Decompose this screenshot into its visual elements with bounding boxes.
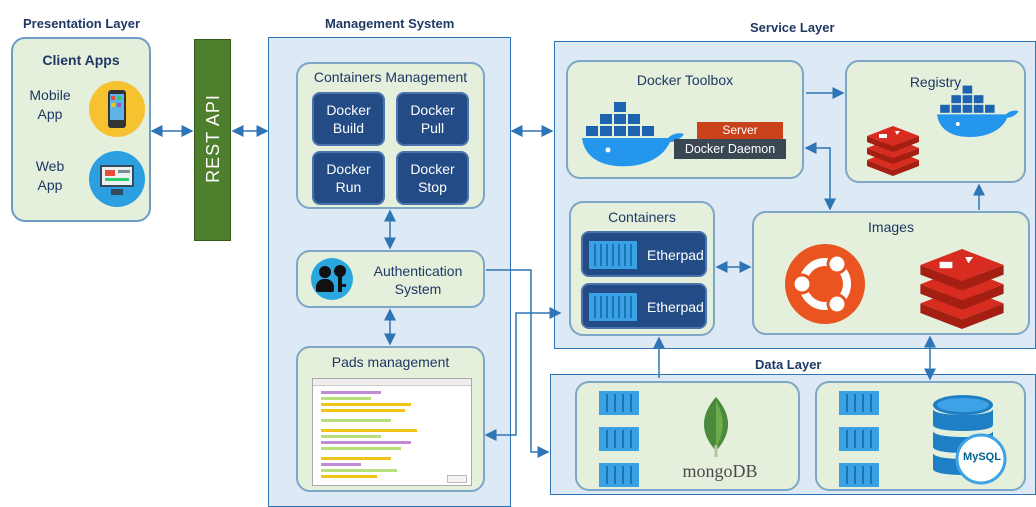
containers-management-box: Containers Management Docker Build Docke… — [296, 62, 485, 209]
docker-toolbox-box: Docker Toolbox Server Docker Daemon — [566, 60, 804, 179]
container-stack-icon — [599, 391, 639, 487]
authentication-system-box: Authentication System — [296, 250, 485, 308]
registry-box: Registry — [845, 60, 1026, 183]
containers-title: Containers — [608, 209, 676, 225]
docker-toolbox-title: Docker Toolbox — [636, 72, 734, 88]
ubuntu-icon — [785, 244, 865, 324]
mongodb-leaf-icon — [703, 397, 729, 457]
docker-stop-button[interactable]: Docker Stop — [396, 151, 469, 205]
etherpad-editor-thumbnail — [312, 378, 472, 486]
images-box: Images — [752, 211, 1030, 335]
rest-api-bar: REST API — [194, 39, 231, 241]
data-layer-title: Data Layer — [755, 357, 822, 372]
etherpad-label: Etherpad — [647, 299, 704, 315]
authentication-label: Authentication System — [373, 263, 463, 297]
service-layer-title: Service Layer — [750, 20, 835, 35]
registry-title: Registry — [909, 74, 962, 90]
images-title: Images — [868, 219, 914, 235]
docker-whale-icon — [937, 85, 1019, 138]
docker-build-button[interactable]: Docker Build — [312, 92, 385, 146]
presentation-layer-title: Presentation Layer — [23, 16, 141, 31]
connector-arrows — [150, 87, 985, 458]
redis-icon — [867, 126, 919, 176]
containers-management-title: Containers Management — [313, 69, 468, 85]
user-key-icon — [311, 258, 353, 300]
container-icon — [589, 241, 637, 269]
containers-box: Containers Etherpad Etherpad — [569, 201, 715, 336]
redis-icon — [920, 249, 1004, 329]
mobile-app-icon — [89, 81, 145, 137]
management-layer-title: Management System — [325, 16, 455, 31]
client-apps-box: Client Apps Mobile App Web App — [11, 37, 151, 222]
docker-pull-button[interactable]: Docker Pull — [396, 92, 469, 146]
mongodb-box: mongoDB — [575, 381, 800, 491]
docker-whale-icon — [582, 102, 684, 167]
etherpad-container-2[interactable]: Etherpad — [581, 283, 707, 329]
mongodb-label: mongoDB — [682, 461, 758, 481]
etherpad-label: Etherpad — [647, 247, 704, 263]
container-icon — [589, 293, 637, 321]
client-apps-title: Client Apps — [42, 52, 120, 68]
mobile-app-label: Mobile App — [29, 87, 71, 122]
container-stack-icon — [839, 391, 879, 487]
mysql-label: MySQL — [963, 451, 1001, 463]
web-app-label: Web App — [35, 158, 65, 193]
mysql-box: MySQL — [815, 381, 1026, 491]
database-icon — [933, 395, 1007, 485]
pads-management-title: Pads management — [331, 354, 450, 370]
docker-run-button[interactable]: Docker Run — [312, 151, 385, 205]
pads-management-box: Pads management — [296, 346, 485, 492]
server-label: Server — [697, 122, 783, 139]
web-app-icon — [89, 151, 145, 207]
etherpad-container-1[interactable]: Etherpad — [581, 231, 707, 277]
docker-daemon-label: Docker Daemon — [674, 139, 786, 159]
